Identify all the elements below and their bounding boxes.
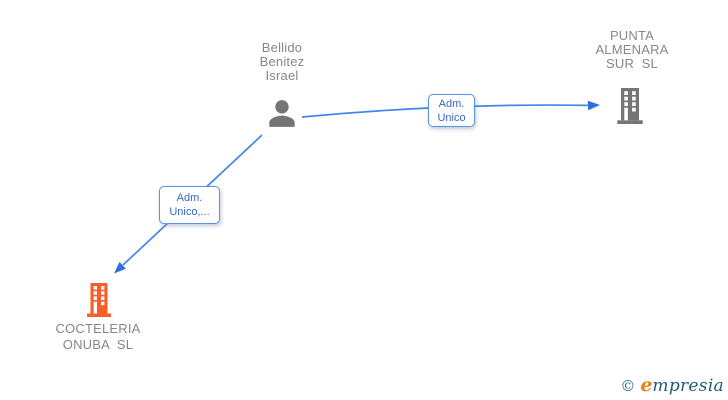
person-name-line: Israel	[265, 68, 299, 83]
company-right-node-label[interactable]: PUNTA ALMENARA SUR SL	[572, 29, 692, 71]
company-left-node-label[interactable]: COCTELERIA ONUBA SL	[38, 321, 158, 353]
empresia-brand-initial: e	[640, 374, 653, 396]
person-name-line: Bellido	[261, 40, 303, 55]
company-right-name-line: ALMENARA	[595, 42, 669, 57]
building-icon[interactable]	[611, 88, 649, 124]
edge-label-line: Adm.	[438, 97, 465, 110]
person-icon[interactable]	[266, 96, 298, 131]
person-name-line: Benitez	[259, 54, 305, 69]
company-right-name-line: PUNTA	[609, 28, 655, 43]
company-left-name-line: ONUBA SL	[62, 337, 134, 352]
arrowhead-right-icon	[587, 100, 600, 111]
person-node-label[interactable]: Bellido Benitez Israel	[222, 41, 342, 83]
arrowhead-left-icon	[114, 261, 126, 274]
building-icon[interactable]	[85, 283, 113, 317]
company-right-name-line: SUR SL	[606, 56, 658, 71]
edge-label-line: Adm.	[176, 192, 203, 204]
empresia-brand-text: mpresia	[652, 376, 724, 396]
empresia-logo[interactable]: © e mpresia	[620, 374, 724, 396]
edge-label-line: Unico,...	[169, 206, 210, 218]
edge-label-line: Unico	[437, 111, 466, 124]
edge-label-adm-unico-more[interactable]: Adm. Unico,...	[159, 186, 220, 224]
edge-label-adm-unico[interactable]: Adm. Unico	[428, 94, 475, 127]
copyright-icon: ©	[620, 377, 636, 395]
company-left-name-line: COCTELERIA	[55, 321, 141, 336]
